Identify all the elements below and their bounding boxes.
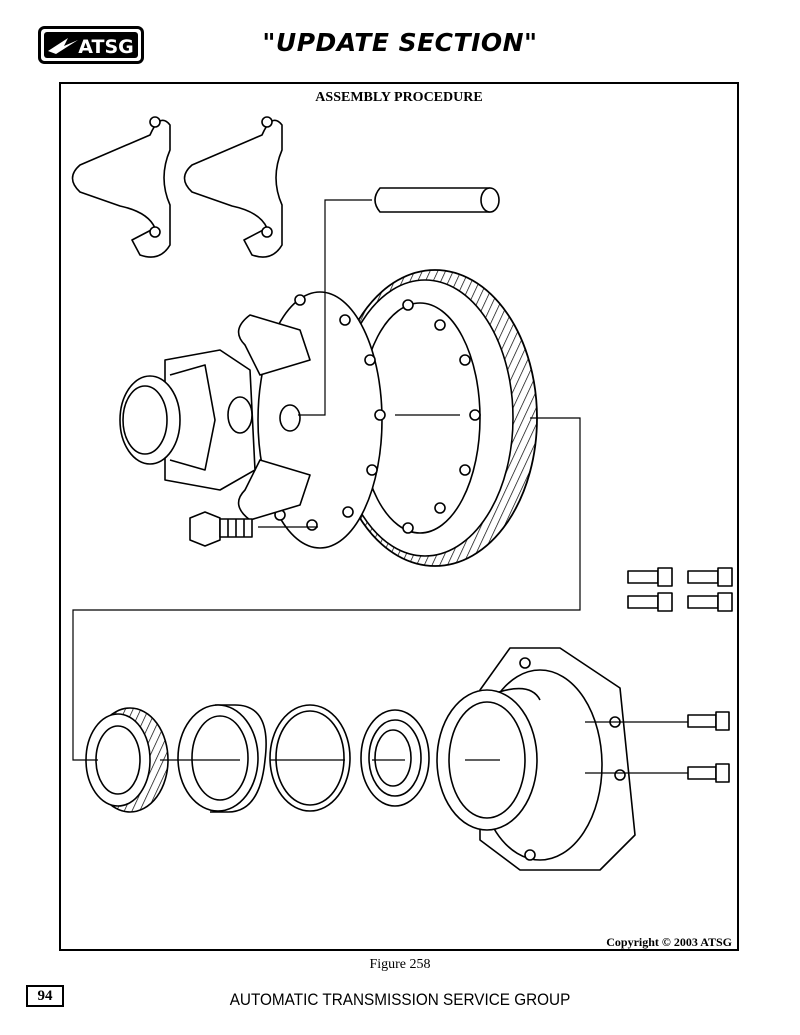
bearing-cup — [177, 704, 267, 813]
retaining-clip-right — [183, 116, 283, 258]
bolt-set — [627, 567, 733, 783]
figure-caption: Figure 258 — [369, 957, 431, 972]
differential-case — [119, 291, 386, 549]
atsg-logo: ATSG — [38, 26, 144, 64]
page-title: "UPDATE SECTION" — [262, 28, 538, 57]
roller-bearing — [85, 707, 169, 813]
page-number: 94 — [26, 985, 64, 1007]
shim — [269, 704, 351, 812]
figure-frame — [59, 82, 739, 951]
logo-text: ATSG — [78, 36, 133, 58]
footer-organization: AUTOMATIC TRANSMISSION SERVICE GROUP — [229, 990, 571, 1009]
leader-lines — [72, 199, 688, 774]
ring-gear — [332, 269, 538, 567]
copyright-text: Copyright © 2003 ATSG — [606, 935, 732, 949]
seal — [360, 709, 430, 807]
section-title: ASSEMBLY PROCEDURE — [315, 90, 483, 105]
extension-housing — [436, 647, 636, 871]
pinion-shaft — [374, 187, 500, 213]
retaining-clip-left — [71, 116, 171, 258]
case-bolt — [189, 511, 253, 547]
